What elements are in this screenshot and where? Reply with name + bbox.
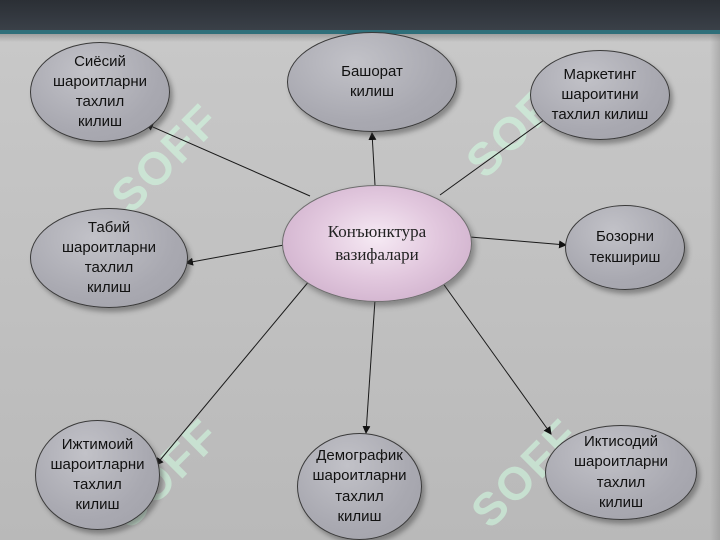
center-label: Конъюнктура вазифалари: [327, 221, 427, 264]
node-demografik: Демографик шароитларни тахлил килиш: [297, 433, 422, 540]
arrow-to-siyosiy: [145, 123, 311, 197]
node-label: Табий шароитларни тахлил килиш: [61, 218, 157, 297]
node-label: Сиёсий шароитларни тахлил килиш: [52, 52, 148, 131]
node-bashorat: Башорат килиш: [287, 32, 457, 132]
arrow-to-ijtimoiy: [155, 279, 311, 466]
right-shadow: [710, 34, 720, 540]
slide-top-bar: [0, 0, 720, 30]
node-label: Демографик шароитларни тахлил килиш: [312, 447, 407, 525]
arrow-to-bozor: [469, 236, 567, 249]
arrow-to-marketing: [439, 114, 552, 196]
node-bozor: Бозорни текшириш: [565, 205, 685, 290]
node-marketing: Маркетинг шароитини тахлил килиш: [530, 50, 670, 140]
arrow-to-tabiiy: [185, 244, 285, 266]
node-label: Иктисодий шароитларни тахлил килиш: [573, 433, 669, 511]
arrow-to-bashorat: [368, 132, 377, 186]
node-label: Бозорни текшириш: [589, 228, 661, 266]
node-iqtisodiy: Иктисодий шароитларни тахлил килиш: [545, 425, 697, 520]
node-label: Башорат килиш: [341, 62, 403, 100]
arrow-to-iqtisodiy: [441, 281, 552, 435]
node-center: Конъюнктура вазифалари: [282, 185, 472, 302]
node-label: Маркетинг шароитини тахлил килиш: [551, 65, 649, 124]
node-siyosiy: Сиёсий шароитларни тахлил килиш: [30, 42, 170, 142]
node-tabiiy: Табий шароитларни тахлил килиш: [30, 208, 188, 308]
node-label: Ижтимоий шароитларни тахлил килиш: [50, 435, 145, 514]
arrow-to-demografik: [362, 299, 376, 434]
node-ijtimoiy: Ижтимоий шароитларни тахлил килиш: [35, 420, 160, 530]
